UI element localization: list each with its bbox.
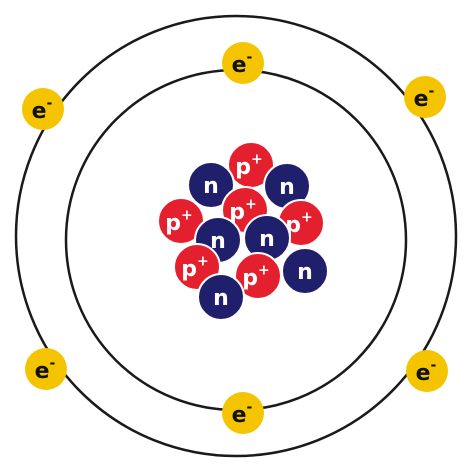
proton-circle	[234, 252, 282, 300]
neutron-label: n	[210, 229, 226, 254]
electron-circle	[222, 42, 264, 84]
proton: p+	[157, 197, 205, 245]
proton-label: p+	[165, 207, 192, 235]
proton-label: p+	[229, 196, 256, 224]
neutron: n	[197, 273, 245, 321]
neutron: n	[263, 162, 311, 210]
neutron-label: n	[259, 227, 275, 252]
electron: e-	[22, 88, 64, 130]
proton: p+	[234, 252, 282, 300]
electron-label: e-	[232, 49, 253, 77]
neutron-label: n	[297, 260, 313, 285]
neutron-label: n	[279, 175, 295, 200]
electron-label: e-	[32, 95, 53, 123]
electron-label: e-	[232, 399, 253, 427]
neutron-label: n	[203, 174, 219, 199]
electron: e-	[222, 42, 264, 84]
neutron: n	[187, 161, 235, 209]
electron-label: e-	[414, 83, 435, 111]
proton-label: p+	[242, 262, 269, 290]
outer-orbit	[14, 14, 458, 458]
neutron-circle	[197, 273, 245, 321]
electron-label: e-	[35, 355, 56, 383]
electron-label: e-	[416, 357, 437, 385]
electron-circle	[404, 76, 446, 118]
electron: e-	[404, 76, 446, 118]
electron-circle	[22, 88, 64, 130]
electrons: e-e-e-e-e-e-	[22, 42, 448, 434]
electron-circle	[222, 392, 264, 434]
electron: e-	[222, 392, 264, 434]
electron-circle	[25, 348, 67, 390]
neutron-circle	[281, 247, 329, 295]
proton-label: p+	[181, 253, 208, 281]
electron: e-	[406, 350, 448, 392]
neutron-label: n	[213, 286, 229, 311]
proton-label: p+	[235, 151, 262, 179]
electron-circle	[406, 350, 448, 392]
neutron: n	[243, 214, 291, 262]
neutron: n	[281, 247, 329, 295]
electron: e-	[25, 348, 67, 390]
neutron-circle	[187, 161, 235, 209]
